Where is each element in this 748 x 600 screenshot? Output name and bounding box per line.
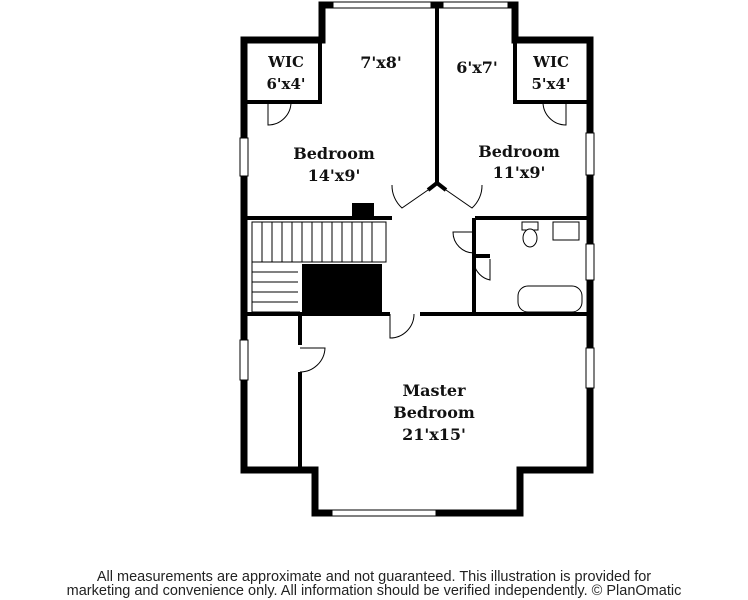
bedroom-left-name: Bedroom: [293, 144, 375, 163]
bathroom-fixtures: [517, 221, 583, 313]
bedroom-right-size: 11'x9': [493, 163, 546, 182]
closet-top-right-size: 6'x7': [456, 58, 498, 77]
exterior-walls: [240, 1, 594, 517]
bedroom-right-name: Bedroom: [478, 142, 560, 161]
toilet-bowl-icon: [522, 228, 538, 248]
bathtub-icon: [517, 285, 583, 313]
master-name-line2: Bedroom: [393, 403, 475, 422]
wic-right-name: WIC: [532, 53, 569, 71]
wic-left-name: WIC: [267, 53, 304, 71]
wic-right-size: 5'x4': [531, 75, 570, 93]
bedroom-left-size: 14'x9': [308, 166, 361, 185]
disclaimer: All measurements are approximate and not…: [0, 569, 748, 599]
closet-top-left-size: 7'x8': [360, 53, 402, 72]
door-swings: [267, 101, 567, 373]
master-name-line1: Master: [402, 381, 466, 400]
interior-walls: [244, 5, 590, 470]
disclaimer-line-2: marketing and convenience only. All info…: [66, 583, 682, 599]
staircase: [251, 221, 387, 313]
wic-left-size: 6'x4': [266, 75, 305, 93]
sink: [552, 221, 580, 241]
disclaimer-line-1: All measurements are approximate and not…: [96, 569, 652, 585]
stair-well-block: [302, 264, 382, 314]
master-size: 21'x15': [402, 425, 466, 444]
windows: [239, 1, 595, 517]
chimney-block: [352, 203, 374, 217]
